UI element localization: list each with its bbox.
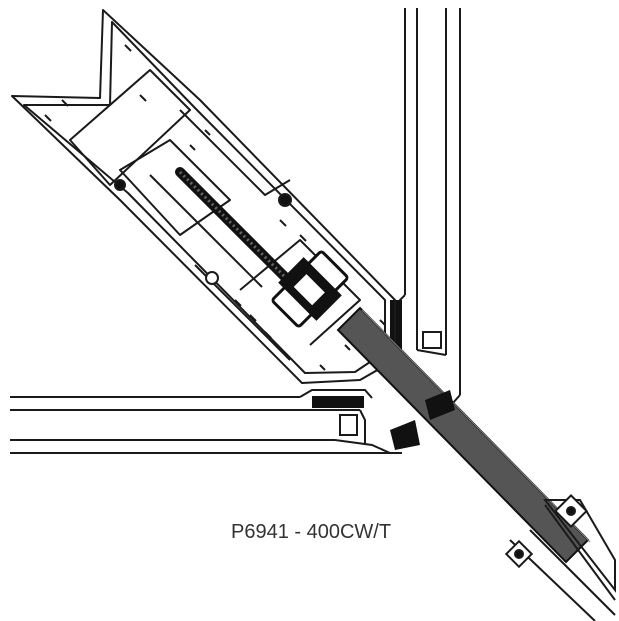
end-fixing-assembly bbox=[504, 494, 616, 621]
diagonal-support-rod bbox=[336, 306, 591, 564]
part-number-label: P6941 - 400CW/T bbox=[231, 521, 392, 543]
vertical-frame-profile bbox=[390, 8, 461, 406]
horizontal-frame-profile bbox=[10, 389, 402, 454]
threaded-fixing-screw bbox=[175, 167, 290, 282]
corner-gaskets bbox=[390, 390, 455, 450]
connector-bracket bbox=[271, 250, 349, 328]
